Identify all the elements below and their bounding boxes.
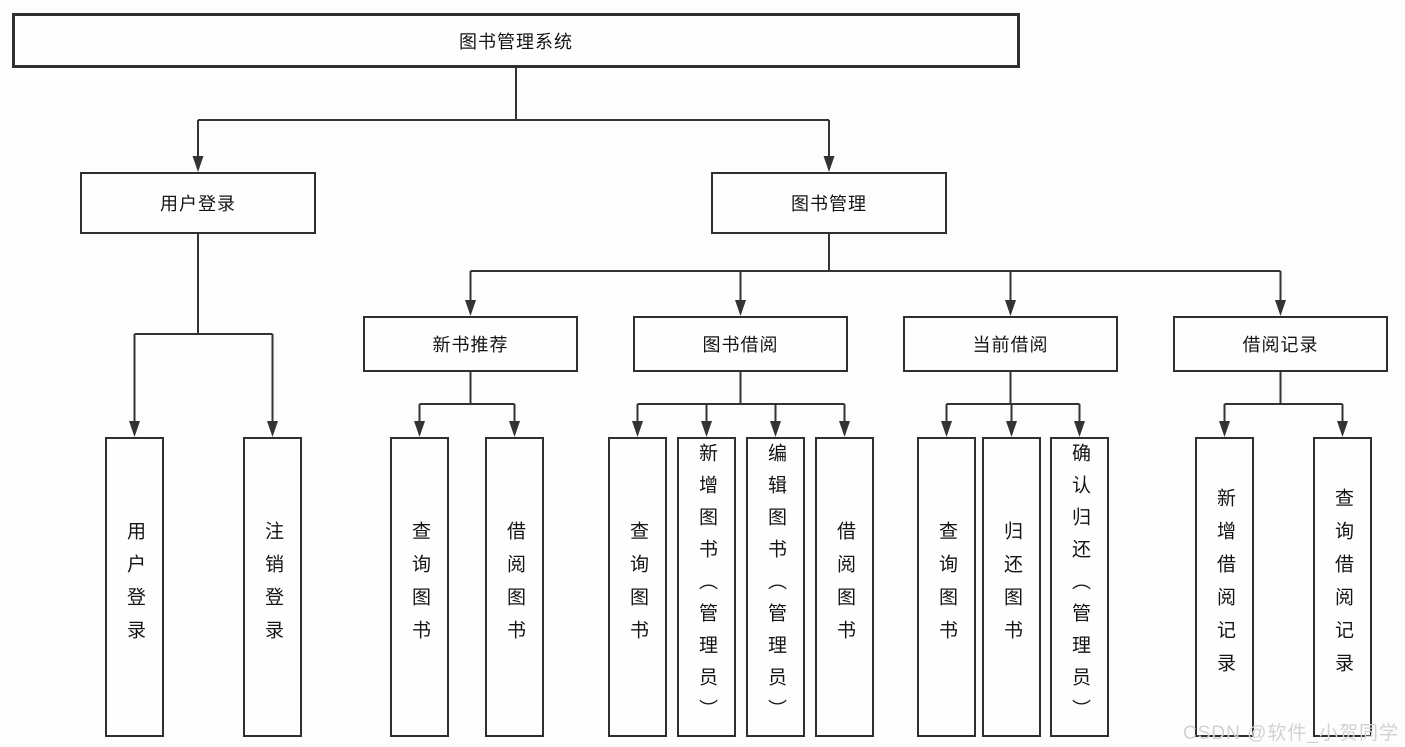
node-query-borrow-record: 查询借阅记录 xyxy=(1313,437,1372,737)
node-add-books-admin: 新增图书（管理员） xyxy=(677,437,736,737)
node-query-books: 查询图书 xyxy=(390,437,449,737)
node-add-borrow-record: 新增借阅记录 xyxy=(1195,437,1254,737)
node-label: 编辑图书（管理员） xyxy=(765,443,786,731)
node-borrow-books: 借阅图书 xyxy=(485,437,544,737)
arrow-down-icon xyxy=(1219,421,1230,437)
arrow-down-icon xyxy=(735,300,746,316)
arrow-down-icon xyxy=(1275,300,1286,316)
connector-root xyxy=(197,68,830,158)
node-label: 归还图书 xyxy=(1001,521,1022,653)
node-label: 新书推荐 xyxy=(432,335,509,355)
node-label: 新增图书（管理员） xyxy=(696,443,717,731)
node-label: 注销登录 xyxy=(262,521,283,653)
connector-user-login xyxy=(133,234,274,423)
node-label: 用户登录 xyxy=(124,521,145,653)
node-library-management-system: 图书管理系统 xyxy=(12,13,1020,68)
arrow-down-icon xyxy=(770,421,781,437)
node-label: 新增借阅记录 xyxy=(1214,488,1235,686)
arrow-down-icon xyxy=(823,156,835,172)
csdn-watermark: CSDN @软件_小贺同学 xyxy=(1183,723,1399,744)
node-user-login: 用户登录 xyxy=(80,172,316,234)
arrow-down-icon xyxy=(941,421,952,437)
arrow-down-icon xyxy=(192,156,204,172)
arrowheads xyxy=(129,156,1348,437)
node-return-books: 归还图书 xyxy=(982,437,1041,737)
arrow-down-icon xyxy=(701,421,712,437)
node-book-borrow: 图书借阅 xyxy=(633,316,848,372)
node-user-login-action: 用户登录 xyxy=(105,437,164,737)
arrow-down-icon xyxy=(267,421,278,437)
node-label: 查询借阅记录 xyxy=(1332,488,1353,686)
node-current-borrow: 当前借阅 xyxy=(903,316,1118,372)
arrow-down-icon xyxy=(509,421,520,437)
arrow-down-icon xyxy=(1005,300,1016,316)
node-label: 借阅图书 xyxy=(504,521,525,653)
connector-borrow-records xyxy=(1223,372,1344,423)
connector-book-management xyxy=(469,234,1282,302)
node-label: 借阅图书 xyxy=(834,521,855,653)
arrow-down-icon xyxy=(632,421,643,437)
node-label: 图书管理系统 xyxy=(459,31,573,52)
node-borrow-books: 借阅图书 xyxy=(815,437,874,737)
arrow-down-icon xyxy=(839,421,850,437)
node-new-book-recommend: 新书推荐 xyxy=(363,316,578,372)
connector-current-borrow xyxy=(945,372,1081,423)
node-label: 图书管理 xyxy=(791,194,867,214)
node-book-management: 图书管理 xyxy=(711,172,947,234)
arrow-down-icon xyxy=(465,300,476,316)
arrow-down-icon xyxy=(414,421,425,437)
connector-book-borrow xyxy=(636,372,846,423)
node-borrow-records: 借阅记录 xyxy=(1173,316,1388,372)
node-label: 当前借阅 xyxy=(972,335,1049,355)
node-edit-books-admin: 编辑图书（管理员） xyxy=(746,437,805,737)
arrow-down-icon xyxy=(1337,421,1348,437)
node-label: 借阅记录 xyxy=(1242,335,1319,355)
node-label: 用户登录 xyxy=(160,194,236,214)
node-label: 查询图书 xyxy=(936,521,957,653)
arrow-down-icon xyxy=(1006,421,1017,437)
arrow-down-icon xyxy=(129,421,140,437)
connector-new-book-recommend xyxy=(418,372,516,423)
node-label: 查询图书 xyxy=(409,521,430,653)
node-query-books: 查询图书 xyxy=(917,437,976,737)
node-query-books: 查询图书 xyxy=(608,437,667,737)
node-label: 查询图书 xyxy=(627,521,648,653)
arrow-down-icon xyxy=(1074,421,1085,437)
node-label: 图书借阅 xyxy=(702,335,779,355)
node-label: 确认归还（管理员） xyxy=(1069,443,1090,731)
node-logout: 注销登录 xyxy=(243,437,302,737)
node-confirm-return-admin: 确认归还（管理员） xyxy=(1050,437,1109,737)
